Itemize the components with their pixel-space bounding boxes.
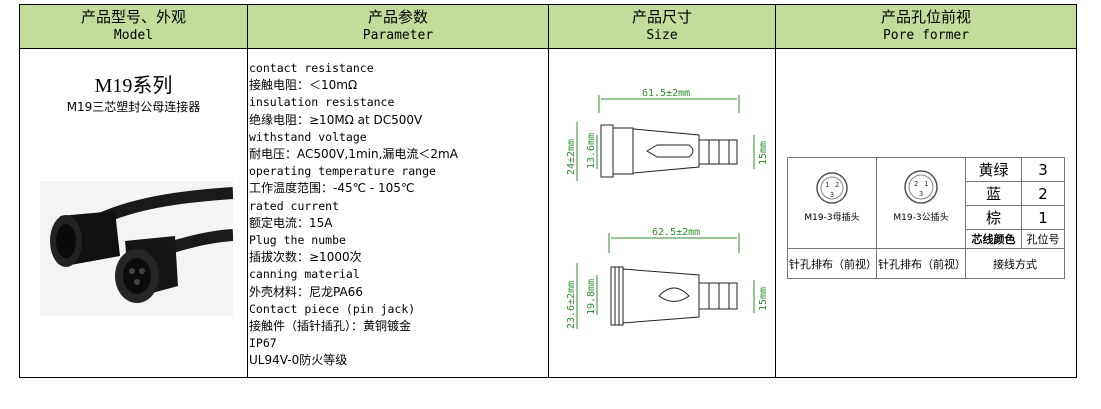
- wire-color: 黄绿: [964, 157, 1023, 182]
- spec-table: 产品型号、外观 Model 产品参数 Parameter 产品尺寸 Size 产…: [19, 4, 1077, 378]
- female-pin-cell: 1 2 3 M19-3母插头: [787, 157, 877, 249]
- header-parameter-zh: 产品参数: [367, 8, 428, 26]
- male-pin-2: 2: [914, 180, 918, 188]
- connector-photo: [40, 181, 233, 316]
- size-drawing: 61.5±2mm 24±2mm 13.6mm 15mm 62.5±2mm 23.…: [566, 88, 769, 329]
- param-en: contact resistance: [249, 61, 374, 75]
- female-pin-3: 3: [830, 191, 834, 199]
- rating-ip: IP67: [249, 336, 277, 351]
- param-zh: 接触电阻：＜10mΩ: [249, 78, 358, 93]
- male-label: M19-3公插头: [893, 213, 949, 223]
- col-divider-2: [548, 48, 549, 377]
- female-pin-1: 1: [825, 181, 829, 189]
- pore-table: 1 2 3 M19-3母插头 2 1 3 M19-3公插头: [787, 157, 1065, 279]
- male-pin-3: 3: [919, 190, 923, 198]
- size-top-outer: 24±2mm: [566, 139, 577, 175]
- header-parameter-en: Parameter: [362, 28, 434, 43]
- param-zh: 额定电流：15A: [249, 215, 333, 230]
- col-divider-1: [247, 48, 248, 377]
- wire-color: 棕: [964, 205, 1023, 230]
- male-pin-diagram: 2 1 3: [904, 170, 938, 204]
- col-pin-header: 孔位号: [1021, 229, 1065, 249]
- header-parameter: 产品参数 Parameter: [248, 5, 549, 48]
- param-en: canning material: [249, 267, 360, 282]
- header-pore-zh: 产品孔位前视: [880, 8, 971, 26]
- param-en: operating temperature range: [249, 164, 436, 179]
- header-size-zh: 产品尺寸: [631, 8, 692, 26]
- female-caption: 针孔排布（前视）: [787, 248, 877, 279]
- size-bottom-inner: 19.8mm: [586, 279, 597, 315]
- header-size-en: Size: [646, 28, 678, 43]
- col-divider-3: [775, 48, 776, 377]
- size-bottom-cable: 15mm: [758, 287, 769, 311]
- param-zh: 外壳材料：尼龙PA66: [249, 284, 363, 299]
- rating-fire: UL94V-0防火等级: [249, 353, 348, 368]
- header-pore-en: Pore former: [882, 28, 970, 43]
- female-pin-diagram: 1 2 3: [816, 172, 848, 204]
- wire-pin: 1: [1021, 205, 1065, 230]
- wire-pin: 2: [1021, 181, 1065, 206]
- size-top-length: 61.5±2mm: [642, 88, 690, 99]
- male-caption: 针孔排布（前视）: [876, 248, 966, 279]
- param-en: rated current: [249, 198, 340, 213]
- param-zh: 接触件（插针插孔）：黄铜镀金: [249, 319, 412, 334]
- param-en: insulation resistance: [249, 95, 395, 110]
- param-zh: 绝缘电阻：≥10MΩ at DC500V: [249, 112, 423, 127]
- col-color-header: 芯线颜色: [964, 229, 1023, 249]
- param-zh: 插拔次数：≥1000次: [249, 250, 362, 265]
- parameter-list: contact resistance 接触电阻：＜10mΩ insulation…: [249, 60, 544, 370]
- header-model-en: Model: [113, 28, 154, 43]
- param-en: Plug the numbe: [249, 233, 346, 248]
- female-label: M19-3母插头: [804, 213, 860, 223]
- size-bottom-length: 62.5±2mm: [652, 227, 700, 238]
- param-en: Contact piece (pin jack): [249, 301, 416, 316]
- wire-pin: 3: [1021, 157, 1065, 182]
- header-model-zh: 产品型号、外观: [80, 8, 186, 26]
- male-pin-1: 1: [924, 180, 928, 188]
- female-pin-2: 2: [835, 181, 839, 189]
- wiring-caption: 接线方式: [965, 248, 1065, 279]
- wire-color: 蓝: [964, 181, 1023, 206]
- size-top-cable: 15mm: [758, 141, 769, 165]
- size-top-inner: 13.6mm: [586, 133, 597, 169]
- param-zh: 工作温度范围：-45℃ - 105℃: [249, 181, 415, 196]
- male-pin-cell: 2 1 3 M19-3公插头: [876, 157, 966, 249]
- model-title: M19系列: [94, 75, 173, 97]
- header-model: 产品型号、外观 Model: [20, 5, 248, 48]
- param-zh: 耐电压：AC500V,1min,漏电流＜2mA: [249, 147, 458, 162]
- param-en: withstand voltage: [249, 129, 367, 144]
- size-bottom-outer: 23.6±2mm: [566, 281, 577, 329]
- header-size: 产品尺寸 Size: [549, 5, 776, 48]
- header-pore: 产品孔位前视 Pore former: [776, 5, 1076, 48]
- model-subtitle: M19三芯塑封公母连接器: [66, 100, 201, 114]
